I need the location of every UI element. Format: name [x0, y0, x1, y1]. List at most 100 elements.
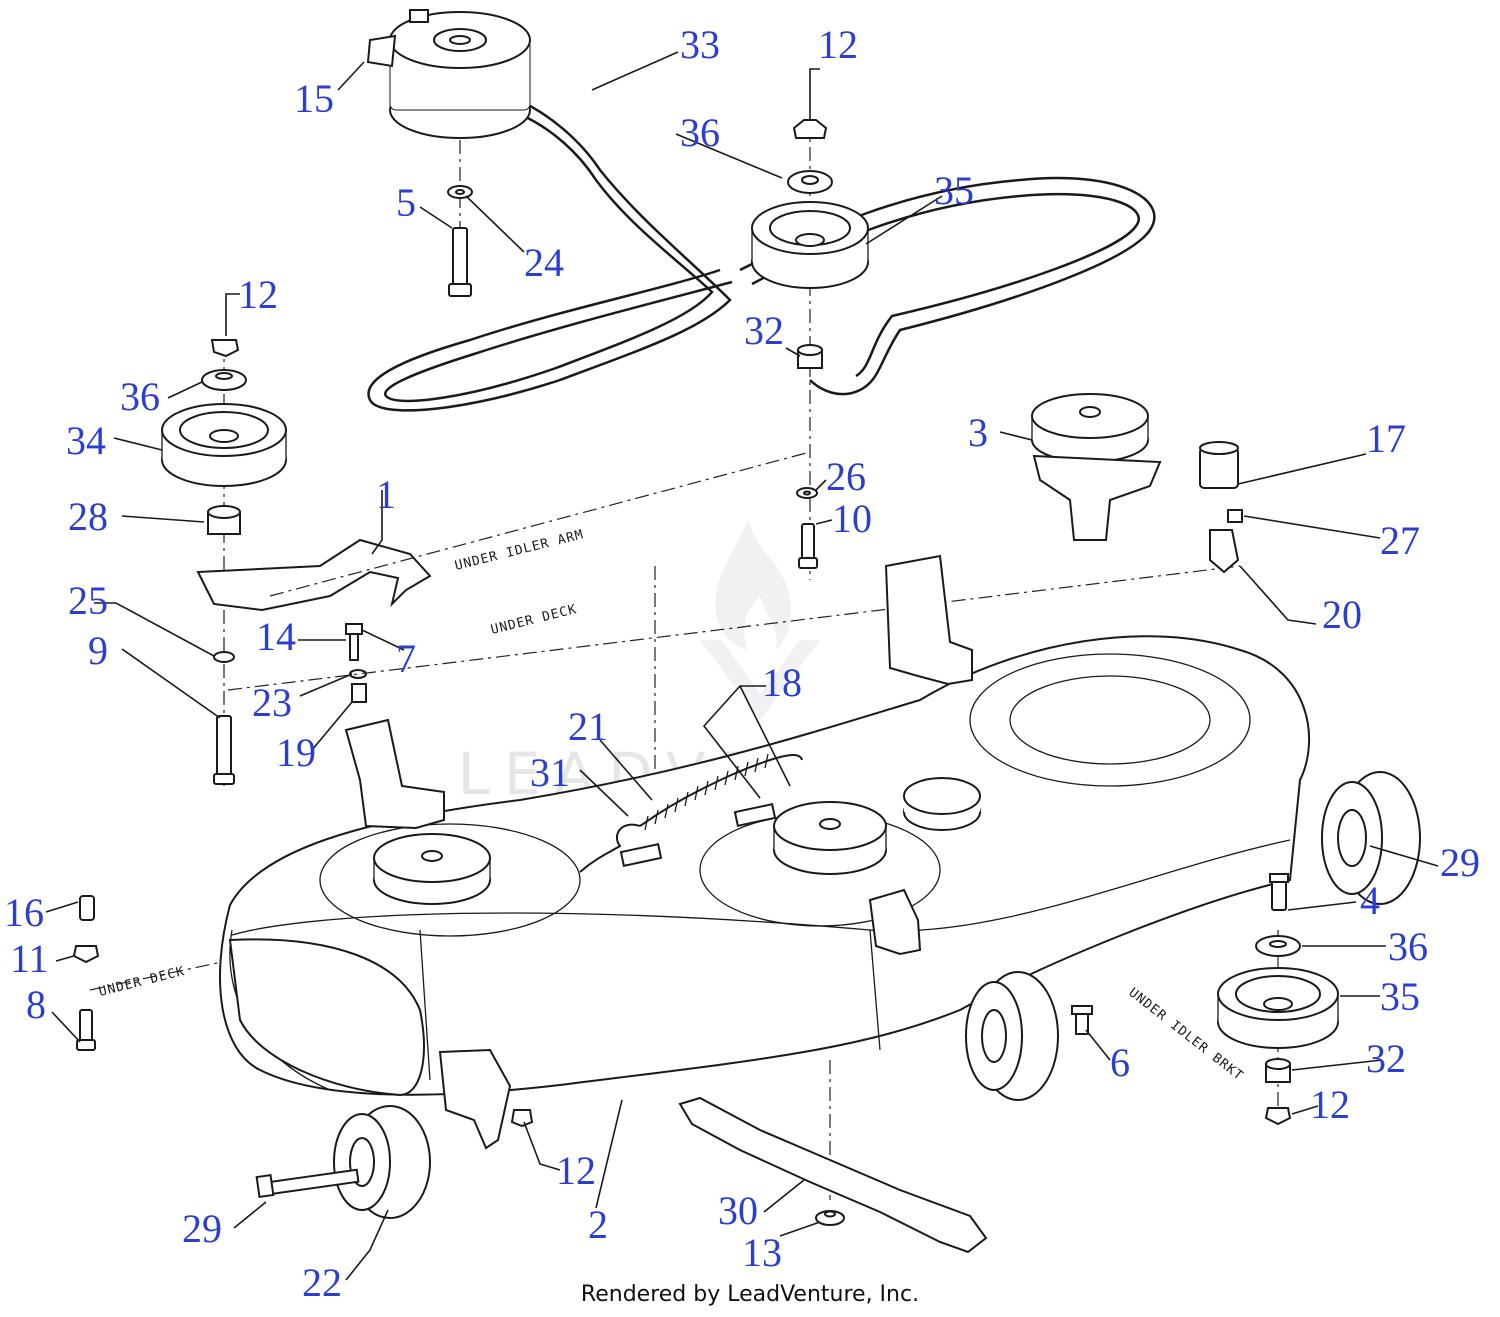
spacer-32-lower — [1265, 1058, 1291, 1083]
spindle-assembly-3 — [1031, 393, 1162, 541]
callout-36-upper: 36 — [680, 110, 720, 155]
pads-18 — [619, 803, 777, 867]
callout-10: 10 — [832, 496, 872, 541]
callout-21: 21 — [568, 704, 608, 749]
callout-5: 5 — [396, 180, 416, 225]
bushing-19 — [351, 683, 367, 703]
callout-12-right: 12 — [1310, 1082, 1350, 1127]
flame-v-logo-icon — [700, 520, 820, 720]
note-under-deck-left: UNDER DECK — [97, 964, 186, 1000]
bolt-8 — [76, 1009, 96, 1051]
note-under-deck-top: UNDER DECK — [489, 602, 578, 638]
dust-cap-36-left — [201, 369, 247, 391]
gauge-wheel-right-rear — [1321, 771, 1421, 905]
nut-11 — [72, 945, 100, 964]
callout-30: 30 — [718, 1188, 758, 1233]
washer-26 — [796, 487, 818, 499]
callout-9: 9 — [88, 628, 108, 673]
idler-pulley-35-lower — [1217, 967, 1339, 1049]
callout-35-upper: 35 — [934, 168, 974, 213]
callout-15: 15 — [294, 76, 334, 121]
callout-7: 7 — [396, 636, 416, 681]
bracket-20 — [1209, 529, 1240, 574]
callout-3: 3 — [968, 410, 988, 455]
callout-18: 18 — [762, 660, 802, 705]
deck-hanger-bracket-mid — [868, 888, 922, 956]
callout-2: 2 — [588, 1202, 608, 1247]
bolt-6 — [1071, 1005, 1093, 1035]
gauge-wheel-right-front — [965, 971, 1059, 1101]
callout-11: 11 — [10, 936, 49, 981]
callout-36-left: 36 — [120, 374, 160, 419]
spring-hook-31 — [579, 823, 641, 873]
callout-34: 34 — [66, 418, 106, 463]
shoulder-bolt-14 — [345, 623, 363, 661]
washer-23 — [349, 669, 367, 679]
note-under-idler-arm: UNDER IDLER ARM — [453, 527, 585, 574]
bolt-4 — [1269, 873, 1289, 911]
callout-13: 13 — [742, 1230, 782, 1275]
grease-fitting-17 — [1199, 441, 1239, 489]
render-credit: Rendered by LeadVenture, Inc. — [580, 1282, 920, 1307]
callout-12-left: 12 — [238, 272, 278, 317]
fitting-27 — [1227, 509, 1243, 523]
callout-29-right: 29 — [1440, 840, 1480, 885]
mower-blade-30 — [678, 1096, 988, 1254]
deck-hanger-bracket-right — [884, 554, 973, 686]
deck-pulley-center — [773, 801, 887, 875]
callout-29-left: 29 — [182, 1206, 222, 1251]
callout-31: 31 — [530, 750, 570, 795]
deck-hanger-bracket-left — [344, 718, 445, 830]
callout-27: 27 — [1380, 518, 1420, 563]
dust-cap-36-right — [1255, 935, 1301, 957]
callout-24: 24 — [524, 240, 564, 285]
drive-belt — [367, 86, 1156, 412]
leader-lines — [45, 51, 1439, 1281]
extension-spring-21 — [639, 753, 803, 831]
nut-12-left — [210, 339, 240, 358]
gauge-wheel-22 — [333, 1105, 431, 1219]
deck-pulley-left — [373, 833, 491, 905]
callout-12-front: 12 — [556, 1148, 596, 1193]
callout-4: 4 — [1360, 878, 1380, 923]
callout-36-right: 36 — [1388, 924, 1428, 969]
callout-32-upper: 32 — [744, 308, 784, 353]
pin-16 — [79, 895, 95, 921]
callout-12-top: 12 — [818, 22, 858, 67]
callout-26: 26 — [826, 454, 866, 499]
wheel-bolt-29 — [255, 1168, 360, 1199]
nut-13 — [815, 1210, 845, 1226]
idler-pulley-upper — [751, 119, 869, 580]
spacer-28 — [207, 505, 241, 535]
idler-pulley-34 — [161, 403, 287, 487]
callout-19: 19 — [276, 730, 316, 775]
callout-32-lower: 32 — [1366, 1036, 1406, 1081]
callout-6: 6 — [1110, 1040, 1130, 1085]
callout-14: 14 — [256, 614, 296, 659]
callout-1: 1 — [376, 472, 396, 517]
nut-12-front — [510, 1109, 534, 1128]
washer-25 — [213, 651, 235, 663]
washer-24 — [447, 185, 473, 199]
callout-23: 23 — [252, 680, 292, 725]
callout-35-lower: 35 — [1380, 974, 1420, 1019]
callout-28: 28 — [68, 494, 108, 539]
nut-12-right — [1264, 1107, 1292, 1126]
deck-idler-right — [903, 777, 981, 831]
callout-22: 22 — [302, 1260, 342, 1305]
callout-8: 8 — [26, 982, 46, 1027]
callout-20: 20 — [1322, 592, 1362, 637]
callout-17: 17 — [1366, 416, 1406, 461]
idler-arm-1 — [196, 538, 432, 612]
bolt-5 — [448, 227, 472, 297]
deck-hanger-bracket-front — [438, 1048, 512, 1150]
mower-deck-2 — [219, 635, 1311, 1097]
electric-clutch — [366, 9, 531, 139]
callout-25: 25 — [68, 578, 108, 623]
callout-33: 33 — [680, 22, 720, 67]
bolt-9 — [213, 715, 235, 785]
callout-16: 16 — [4, 890, 44, 935]
bolt-10 — [798, 523, 818, 569]
